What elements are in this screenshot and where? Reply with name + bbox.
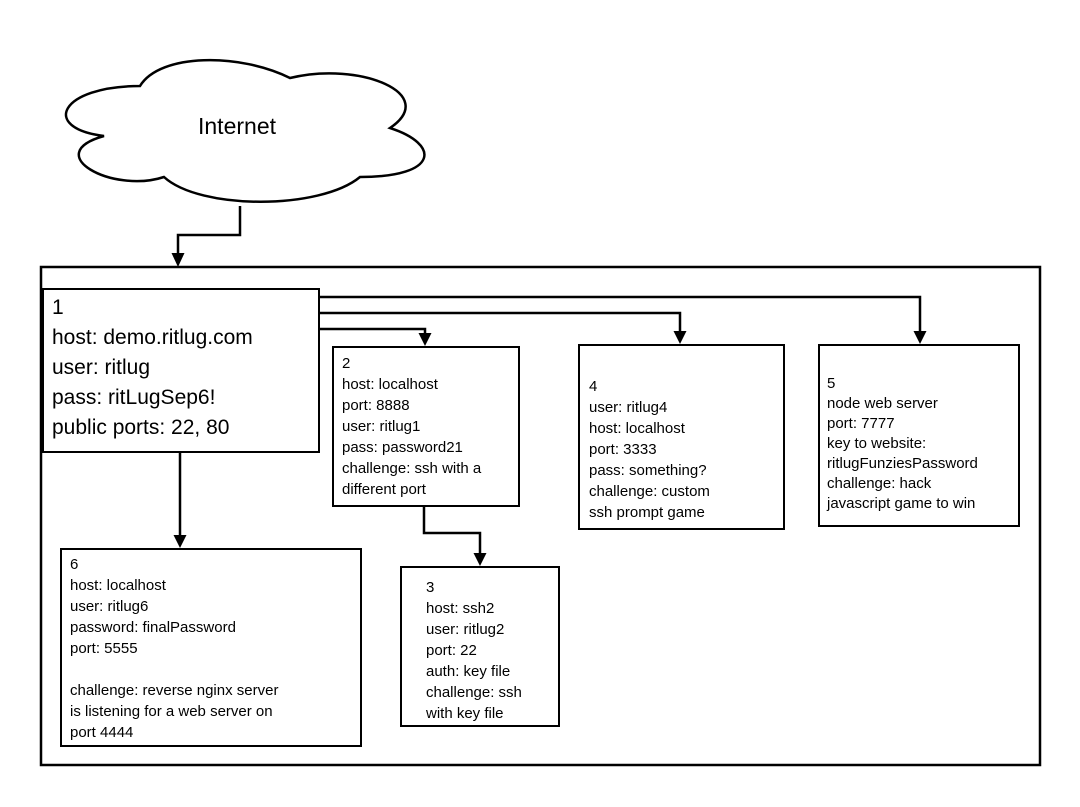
text-line — [70, 659, 356, 680]
text-line: key to website: — [827, 435, 927, 452]
node-5-box: 5 node web server port: 7777 key to website… — [818, 344, 1020, 527]
node-1-gateway-box: 1 host: demo.ritlug.com user: ritlug pass: … — [42, 288, 320, 453]
node-6-box: 6 host: localhost user: ritlug6 password: f… — [60, 548, 362, 747]
text-line: is listening for a web server on — [70, 703, 273, 720]
edge-n2-to-n3 — [422, 507, 482, 554]
arrowhead-n1-to-n6 — [173, 535, 187, 548]
text-line: 4 — [589, 378, 598, 395]
text-line: challenge: custom — [589, 483, 710, 500]
text-line: javascript game to win — [827, 495, 976, 512]
text-line: auth: key file — [426, 663, 511, 680]
text-line: port 4444 — [70, 724, 134, 741]
arrowhead-n1-to-n4 — [673, 331, 687, 344]
text-line: port: 3333 — [589, 441, 657, 458]
node-3-box: 3 host: ssh2 user: ritlug2 port: 22 auth: ke… — [400, 566, 560, 727]
text-line: pass: password21 — [342, 439, 463, 456]
edge-n1-to-n2 — [320, 327, 427, 334]
edge-n1-to-n5 — [320, 295, 922, 332]
text-line: challenge: reverse nginx server — [70, 682, 279, 699]
text-line: host: ssh2 — [426, 600, 495, 617]
text-line: user: ritlug1 — [342, 418, 421, 435]
edge-cloud-to-container — [176, 206, 242, 254]
node-4-box: 4 user: ritlug4 host: localhost port: 3333 p… — [578, 344, 785, 530]
text-line: user: ritlug — [52, 356, 151, 379]
internet-cloud-shape — [64, 59, 426, 203]
text-line: node web server — [827, 395, 938, 412]
text-line: host: demo.ritlug.com — [52, 326, 253, 349]
text-line: port: 8888 — [342, 397, 410, 414]
internet-cloud-label: Internet — [198, 113, 276, 139]
text-line: 6 — [70, 556, 79, 573]
text-line: ritlugFunziesPassword — [827, 455, 978, 472]
arrowhead-n1-to-n2 — [418, 333, 432, 346]
text-line: host: localhost — [589, 420, 685, 437]
text-line: pass: something? — [589, 462, 707, 479]
arrowhead-n1-to-n5 — [913, 331, 927, 344]
text-line: ssh prompt game — [589, 504, 705, 521]
text-line: user: ritlug2 — [426, 621, 505, 638]
arrowhead-cloud-to-container — [171, 253, 185, 267]
text-line: challenge: hack — [827, 475, 932, 492]
text-line: 3 — [426, 579, 435, 596]
text-line: host: localhost — [342, 376, 438, 393]
text-line: port: 5555 — [70, 640, 138, 657]
text-line: port: 22 — [426, 642, 477, 659]
text-line: 1 — [52, 296, 64, 319]
text-line: user: ritlug6 — [70, 598, 149, 615]
text-line: host: localhost — [70, 577, 166, 594]
node-2-box: 2 host: localhost port: 8888 user: ritlug1 p… — [332, 346, 520, 507]
text-line: with key file — [426, 705, 504, 722]
text-line: 2 — [342, 355, 351, 372]
text-line: different port — [342, 481, 426, 498]
edge-n1-to-n4 — [320, 311, 682, 332]
text-line: 5 — [827, 375, 836, 392]
text-line: challenge: ssh with a — [342, 460, 482, 477]
text-line: port: 7777 — [827, 415, 895, 432]
text-line: user: ritlug4 — [589, 399, 668, 416]
text-line: challenge: ssh — [426, 684, 522, 701]
text-line: pass: ritLugSep6! — [52, 386, 216, 409]
text-line: password: finalPassword — [70, 619, 236, 636]
arrowhead-n2-to-n3 — [473, 553, 487, 566]
text-line: public ports: 22, 80 — [52, 416, 230, 439]
